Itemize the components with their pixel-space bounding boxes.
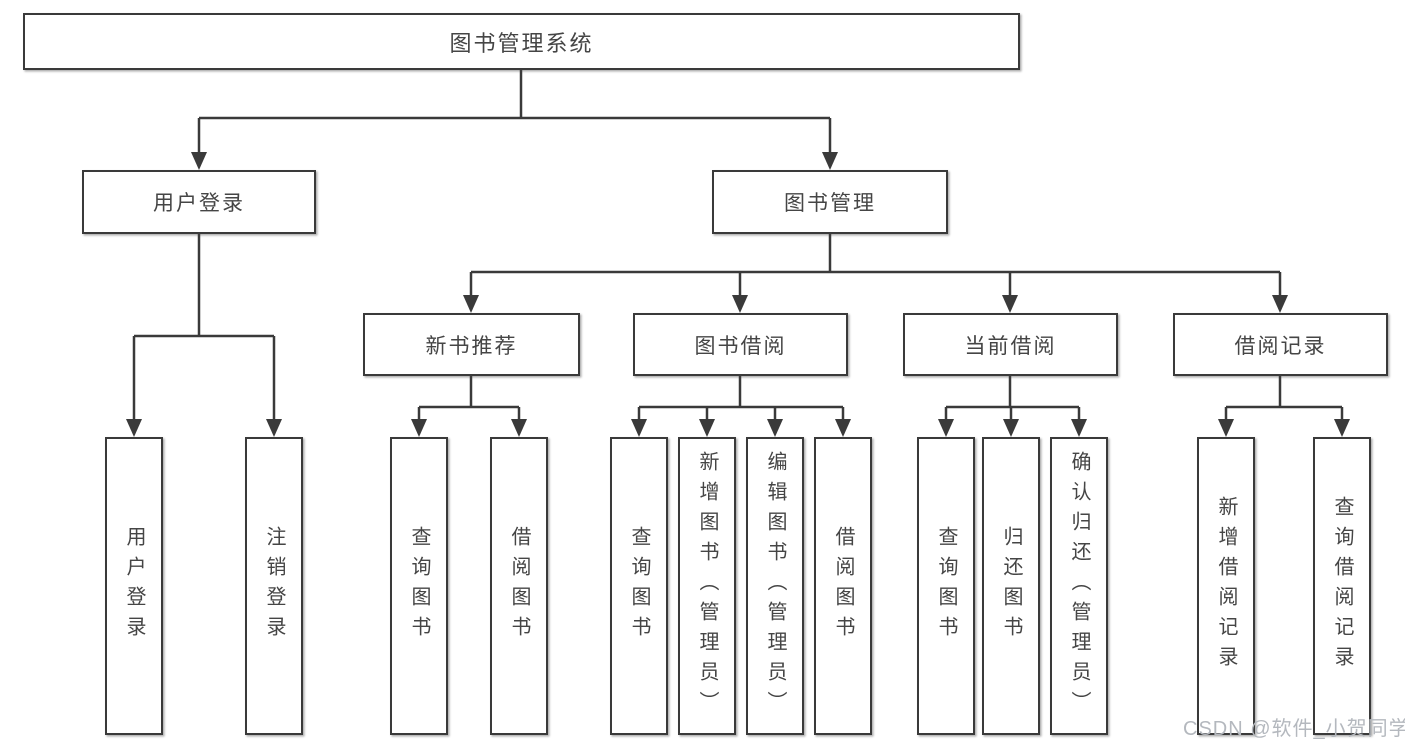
arrowhead-icon [835, 419, 851, 437]
node-leaf-return-books: 归还图书 [982, 437, 1040, 735]
arrowhead-icon [126, 419, 142, 437]
node-book-management: 图书管理 [712, 170, 948, 234]
node-leaf-confirm-return-admin: 确认归还（管理员） [1050, 437, 1108, 735]
node-book-management-label: 图书管理 [784, 192, 876, 215]
node-new-book-recommend-label: 新书推荐 [425, 334, 518, 358]
node-leaf-query-books-current: 查询图书 [917, 437, 975, 735]
node-user-login-label: 用户登录 [153, 192, 245, 215]
node-current-borrow-label: 当前借阅 [964, 334, 1057, 358]
node-leaf-confirm-return-admin-label: 确认归还（管理员） [1068, 451, 1090, 721]
watermark: CSDN @软件_小贺同学 [1183, 718, 1405, 740]
arrowhead-icon [1334, 419, 1350, 437]
arrowhead-icon [411, 419, 427, 437]
node-leaf-query-books-current-label: 查询图书 [935, 526, 957, 646]
node-leaf-logout: 注销登录 [245, 437, 303, 735]
arrowhead-icon [1002, 295, 1018, 313]
node-current-borrow: 当前借阅 [903, 313, 1118, 376]
node-leaf-user-login: 用户登录 [105, 437, 163, 735]
arrowhead-icon [822, 152, 838, 170]
arrowhead-icon [699, 419, 715, 437]
node-new-book-recommend: 新书推荐 [363, 313, 580, 376]
arrowhead-icon [1272, 295, 1288, 313]
connector-user-login-to-leaves [126, 234, 282, 437]
node-leaf-add-borrow-record: 新增借阅记录 [1197, 437, 1255, 735]
node-leaf-add-borrow-record-label: 新增借阅记录 [1215, 496, 1237, 676]
node-leaf-borrow-books-recommend: 借阅图书 [490, 437, 548, 735]
connector-new-book-recommend-to-leaves [411, 376, 527, 437]
node-root-label: 图书管理系统 [449, 30, 594, 56]
node-leaf-add-books-admin-label: 新增图书（管理员） [696, 451, 718, 721]
connector-current-borrow-to-leaves [938, 376, 1087, 437]
node-leaf-borrow-books: 借阅图书 [814, 437, 872, 735]
node-borrow-records-label: 借阅记录 [1234, 334, 1327, 358]
node-book-borrow-label: 图书借阅 [694, 334, 787, 358]
node-borrow-records: 借阅记录 [1173, 313, 1388, 376]
node-leaf-borrow-books-recommend-label: 借阅图书 [508, 526, 530, 646]
node-root-book-management-system: 图书管理系统 [23, 13, 1020, 70]
node-leaf-edit-books-admin: 编辑图书（管理员） [746, 437, 804, 735]
connector-root-to-level2 [191, 70, 838, 170]
arrowhead-icon [732, 295, 748, 313]
arrowhead-icon [266, 419, 282, 437]
connector-book-borrow-to-leaves [631, 376, 851, 437]
node-leaf-edit-books-admin-label: 编辑图书（管理员） [764, 451, 786, 721]
node-leaf-query-books-borrow: 查询图书 [610, 437, 668, 735]
node-leaf-query-books-recommend-label: 查询图书 [408, 526, 430, 646]
arrowhead-icon [1218, 419, 1234, 437]
node-leaf-query-borrow-record-label: 查询借阅记录 [1331, 496, 1353, 676]
arrowhead-icon [631, 419, 647, 437]
arrowhead-icon [463, 295, 479, 313]
node-user-login: 用户登录 [82, 170, 316, 234]
node-leaf-return-books-label: 归还图书 [1000, 526, 1022, 646]
connector-borrow-records-to-leaves [1218, 376, 1350, 437]
arrowhead-icon [191, 152, 207, 170]
arrowhead-icon [1071, 419, 1087, 437]
node-leaf-query-books-borrow-label: 查询图书 [628, 526, 650, 646]
node-leaf-logout-label: 注销登录 [263, 526, 285, 646]
connector-book-management-to-level3 [463, 234, 1288, 313]
node-leaf-query-books-recommend: 查询图书 [390, 437, 448, 735]
node-leaf-query-borrow-record: 查询借阅记录 [1313, 437, 1371, 735]
arrowhead-icon [938, 419, 954, 437]
arrowhead-icon [511, 419, 527, 437]
node-book-borrow: 图书借阅 [633, 313, 848, 376]
node-leaf-add-books-admin: 新增图书（管理员） [678, 437, 736, 735]
node-leaf-borrow-books-label: 借阅图书 [832, 526, 854, 646]
node-leaf-user-login-label: 用户登录 [123, 526, 145, 646]
arrowhead-icon [767, 419, 783, 437]
arrowhead-icon [1003, 419, 1019, 437]
